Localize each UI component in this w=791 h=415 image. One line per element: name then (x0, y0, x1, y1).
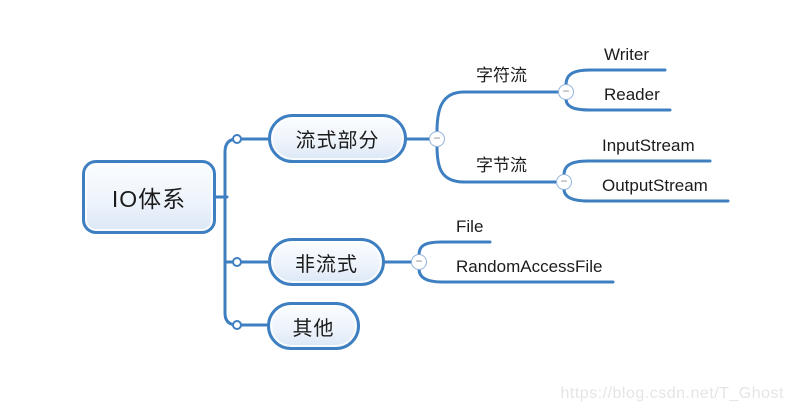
collapse-button-stream[interactable]: − (429, 131, 445, 147)
connector-reader-line (564, 97, 672, 112)
connector-branch-stream (223, 137, 270, 199)
node-stream-part[interactable]: 流式部分 (268, 114, 407, 163)
junction-dot-stream (232, 134, 242, 144)
connector-bytestream-line (435, 144, 558, 184)
collapse-button-bytestream[interactable]: − (556, 174, 572, 190)
node-root-io[interactable]: IO体系 (82, 160, 216, 234)
node-nonstream[interactable]: 非流式 (268, 238, 385, 286)
collapse-button-charstream[interactable]: − (558, 84, 574, 100)
node-randomaccessfile[interactable]: RandomAccessFile (456, 257, 603, 276)
node-file[interactable]: File (456, 217, 484, 236)
connector-writer-line (564, 68, 667, 87)
node-byte-stream[interactable]: 字节流 (476, 156, 527, 175)
connector-charstream-line (435, 90, 560, 134)
collapse-button-nonstream[interactable]: − (411, 254, 427, 270)
node-outputstream[interactable]: OutputStream (602, 176, 708, 195)
connector-inputstream-line (562, 159, 712, 177)
node-reader[interactable]: Reader (604, 85, 660, 104)
node-char-stream[interactable]: 字符流 (476, 66, 527, 85)
node-writer[interactable]: Writer (604, 45, 650, 64)
connector-outputstream-line (562, 187, 730, 203)
connector-file-line (417, 240, 492, 257)
node-inputstream[interactable]: InputStream (602, 136, 695, 155)
junction-dot-nonstream (232, 257, 242, 267)
connector-randomaccessfile-line (417, 267, 615, 284)
junction-dot-other (232, 320, 242, 330)
node-other[interactable]: 其他 (267, 302, 360, 350)
watermark-text: https://blog.csdn.net/T_Ghost (560, 385, 784, 402)
